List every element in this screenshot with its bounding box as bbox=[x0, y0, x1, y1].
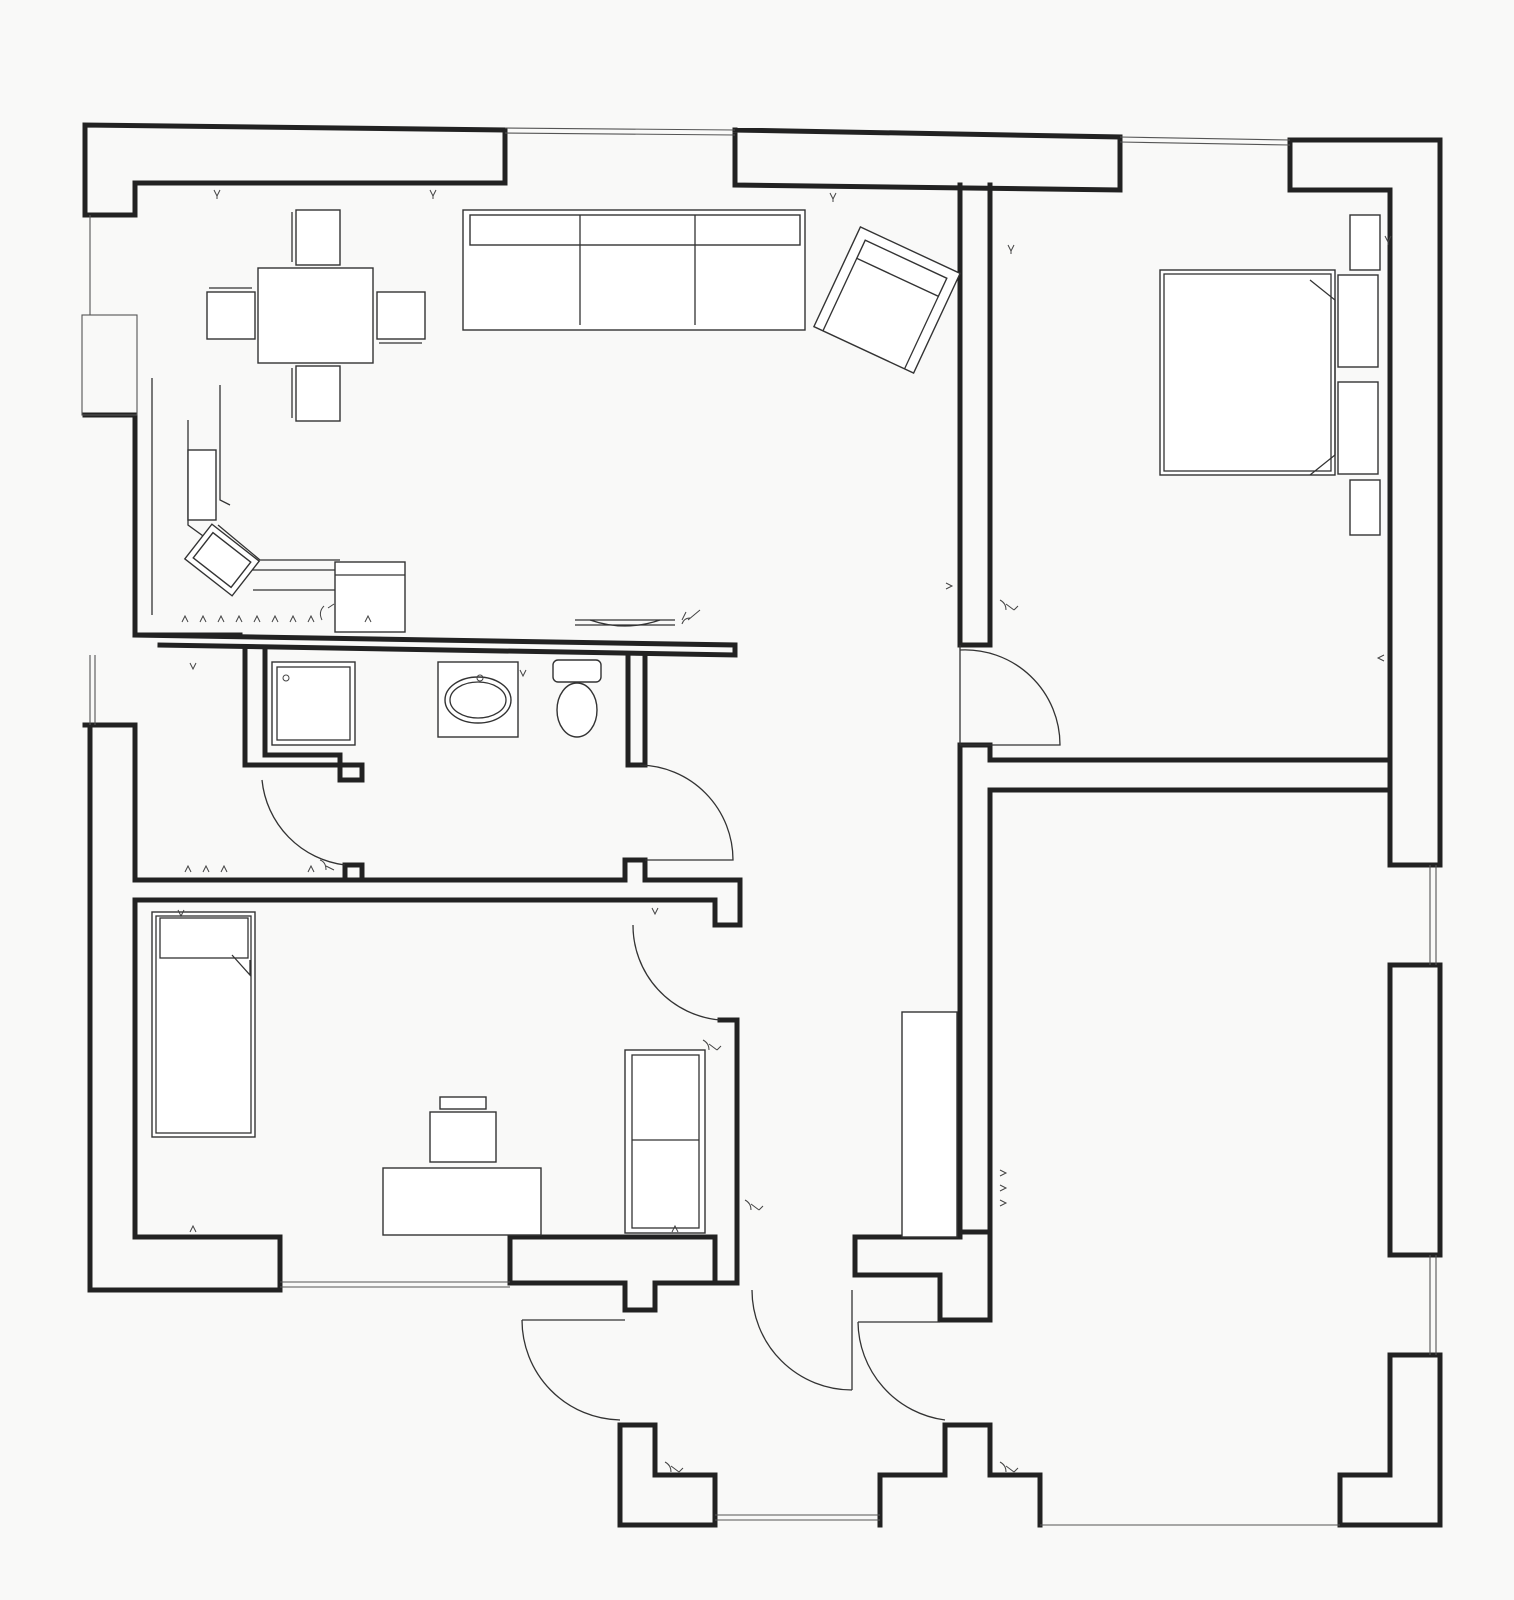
shower-tray bbox=[271, 661, 356, 746]
window-icon bbox=[504, 127, 736, 136]
wall-corridor-vertical-left bbox=[957, 182, 993, 648]
wall-small-bed-bottom bbox=[507, 1234, 718, 1313]
desk-chair bbox=[429, 1111, 497, 1163]
socket-icon bbox=[177, 189, 1392, 1233]
wall-left-bottom bbox=[87, 722, 283, 1293]
wall-bedroom-bottom bbox=[957, 742, 1393, 763]
windows bbox=[81, 127, 1437, 1526]
wall-top-middle bbox=[732, 127, 1123, 193]
window-icon bbox=[81, 215, 138, 416]
door-swing-icon bbox=[751, 1289, 853, 1391]
door-swing-icon bbox=[632, 924, 721, 1021]
wall-corridor-vertical-right bbox=[957, 742, 1393, 1235]
hall-wardrobe bbox=[901, 1011, 958, 1238]
wall-left-upper bbox=[82, 412, 243, 638]
single-bed bbox=[151, 911, 256, 1138]
toilet bbox=[552, 659, 602, 738]
window-icon bbox=[1119, 136, 1291, 146]
door-swing-icon bbox=[521, 1319, 625, 1421]
window-icon bbox=[715, 1514, 880, 1521]
double-bed bbox=[1159, 269, 1336, 476]
door-swing-icon bbox=[959, 645, 1061, 746]
living-room-furniture bbox=[151, 209, 962, 633]
window-icon bbox=[280, 1281, 510, 1288]
tv-stand bbox=[575, 619, 675, 627]
switch-icon bbox=[319, 599, 1019, 1473]
wall-bath-bottom bbox=[132, 857, 743, 928]
dining-table bbox=[257, 267, 374, 364]
drain-icon bbox=[282, 674, 290, 682]
window-icon bbox=[1429, 1255, 1437, 1355]
small-bedroom-furniture bbox=[151, 911, 706, 1236]
wardrobe bbox=[1337, 381, 1379, 475]
electrical bbox=[177, 189, 1392, 1473]
corridor-furniture bbox=[901, 1011, 958, 1238]
bathroom-fixtures bbox=[271, 659, 602, 746]
wall-top-left bbox=[82, 122, 508, 218]
wall-bath-right bbox=[625, 652, 648, 768]
window-icon bbox=[89, 655, 96, 725]
sofa-small bbox=[624, 1049, 706, 1234]
master-bedroom-furniture bbox=[1159, 214, 1381, 536]
wall-living-bath bbox=[132, 632, 738, 658]
doors bbox=[261, 645, 1061, 1421]
window-icon bbox=[1429, 865, 1437, 965]
door-swing-icon bbox=[639, 764, 734, 861]
wall-small-bed-right bbox=[712, 1017, 740, 1286]
dining-chair bbox=[206, 291, 256, 340]
corner-sofa bbox=[151, 378, 406, 633]
wall-entrance-right bbox=[852, 1229, 993, 1323]
nightstand bbox=[1349, 214, 1381, 271]
desk bbox=[382, 1167, 542, 1236]
wall-right-middle bbox=[1387, 962, 1443, 1258]
armchair bbox=[812, 225, 962, 375]
door-swing-icon bbox=[261, 779, 346, 866]
nightstand bbox=[1349, 479, 1381, 536]
wardrobe bbox=[1337, 274, 1379, 368]
wall-bottom-entrance-right bbox=[877, 1422, 1043, 1528]
wall-bath-shower bbox=[242, 647, 365, 783]
wall-right-bottom bbox=[1337, 1352, 1443, 1528]
sofa-back bbox=[469, 214, 801, 246]
dining-chair bbox=[295, 365, 341, 422]
dining-chair bbox=[376, 291, 426, 340]
dining-chair bbox=[295, 209, 341, 266]
wall-bottom-entrance-left bbox=[617, 1422, 718, 1528]
door-swing-icon bbox=[857, 1321, 946, 1421]
interior-walls bbox=[132, 182, 1393, 1323]
wall-left-lower bbox=[82, 722, 563, 883]
